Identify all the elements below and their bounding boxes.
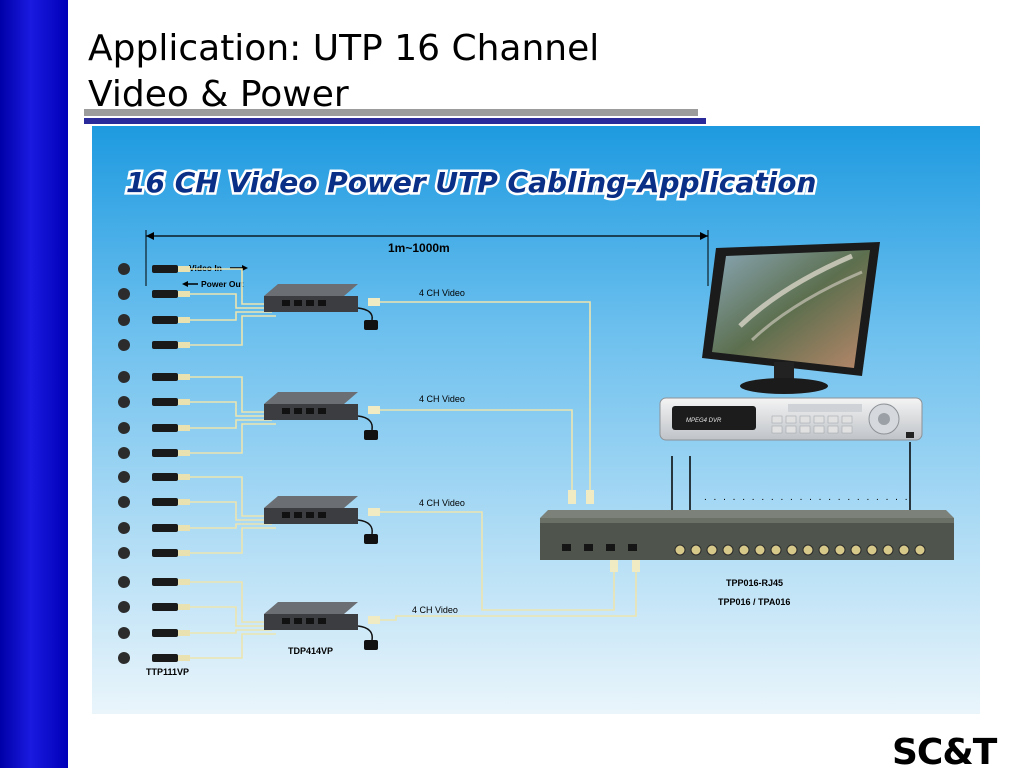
transceiver-model-label: TTP111VP [146, 667, 189, 677]
camera-group-4 [118, 576, 276, 664]
diagram-heading: 16 CH Video Power UTP Cabling-Applicatio… [126, 166, 816, 199]
trunk-cables [374, 301, 637, 621]
dvr-label: MPEG4 DVR [686, 418, 722, 424]
rj45-plugs [368, 298, 640, 624]
hub-2 [264, 392, 378, 440]
signal-direction-labels: Video In Power Out [182, 263, 248, 289]
logo-mark: SC&T [892, 732, 999, 773]
title-rule-gray [84, 109, 698, 116]
distance-indicator: 1m~1000m [145, 230, 709, 286]
power-out-label: Power Out [201, 279, 244, 289]
rack-panel [540, 510, 954, 560]
hub-1 [264, 284, 378, 330]
distance-label: 1m~1000m [388, 241, 450, 255]
video-in-label: Video In [189, 263, 222, 273]
cable-ellipsis: . . . . . . . . . . . . . . . . . . . . … [704, 492, 909, 503]
application-diagram: 16 CH Video Power UTP Cabling-Applicatio… [92, 126, 980, 714]
hub-model-label: TDP414VP [288, 646, 333, 656]
video-label-3: 4 CH Video [419, 498, 465, 508]
video-label-1: 4 CH Video [419, 288, 465, 298]
left-accent-band [0, 0, 68, 768]
diagram-canvas: 16 CH Video Power UTP Cabling-Applicatio… [92, 126, 980, 714]
dvr-unit: MPEG4 DVR [659, 397, 923, 441]
camera-group-3 [118, 471, 276, 559]
hub-3 [264, 496, 378, 544]
rack-model-label-2: TPP016 / TPA016 [718, 597, 790, 607]
camera-group-2 [118, 371, 276, 459]
video-label-2: 4 CH Video [419, 394, 465, 404]
slide-title-line-1: Application: UTP 16 Channel [88, 28, 600, 69]
rack-model-label-1: TPP016-RJ45 [726, 578, 783, 588]
slide-title: Application: UTP 16 Channel Video & Powe… [88, 26, 728, 118]
svg-text:SC&T: SC&T [892, 732, 998, 768]
title-rule-blue [84, 118, 706, 124]
company-logo: SC&T [892, 730, 1020, 773]
slide-title-line-2: Video & Power [88, 74, 349, 115]
camera-group-1 [118, 263, 276, 351]
hub-4 [264, 602, 378, 650]
video-label-4: 4 CH Video [412, 605, 458, 615]
monitor [702, 242, 880, 394]
